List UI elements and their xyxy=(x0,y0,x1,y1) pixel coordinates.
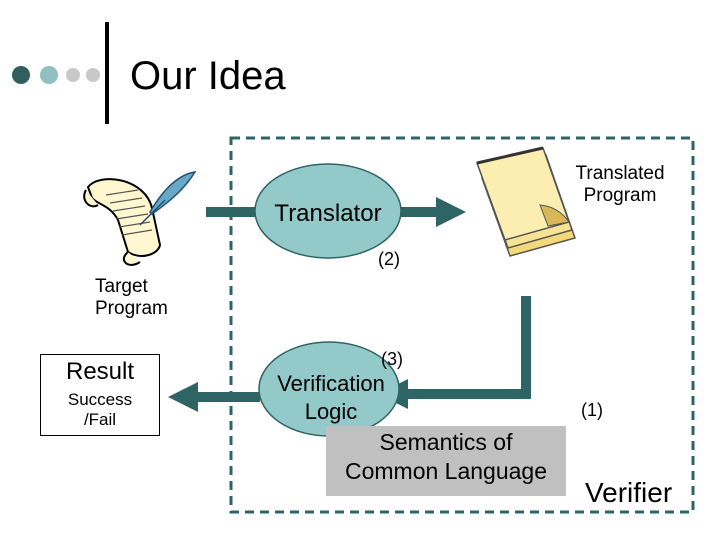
notepad-icon xyxy=(476,146,576,257)
bullet-dot-mid xyxy=(40,66,58,84)
verification-line-2: Logic xyxy=(304,399,358,424)
translated-program-line-1: Translated xyxy=(575,163,665,184)
target-program-label: Target Program xyxy=(95,276,168,320)
verifier-boundary xyxy=(229,136,695,514)
translated-program-label: Translated Program xyxy=(565,163,675,207)
semantics-box xyxy=(326,426,566,496)
verifier-label: Verifier xyxy=(585,477,673,508)
step-3-label: (3) xyxy=(381,349,403,369)
step-1-label: (1) xyxy=(581,400,603,420)
translator-node xyxy=(254,163,402,259)
semantics-line-2: Common Language xyxy=(344,458,548,484)
result-title: Result xyxy=(65,358,135,385)
result-sub-line-1: Success xyxy=(67,390,133,409)
verification-logic-label: Verification Logic xyxy=(256,370,406,426)
result-subtitle: Success /Fail xyxy=(40,390,160,430)
result-sub-line-2: /Fail xyxy=(83,410,117,429)
bullet-dot-light-2 xyxy=(86,68,100,82)
verification-line-1: Verification xyxy=(277,371,385,396)
target-program-line-1: Target xyxy=(95,276,148,297)
semantics-label: Semantics of Common Language xyxy=(326,428,566,486)
translated-program-line-2: Program xyxy=(583,185,657,206)
bullet-dot-dark xyxy=(12,66,30,84)
translator-label: Translator xyxy=(274,200,382,227)
target-program-line-2: Program xyxy=(95,298,168,319)
scroll-quill-icon xyxy=(83,171,197,266)
arrow-to-result xyxy=(168,382,260,412)
result-box xyxy=(40,354,160,436)
bullet-dot-light-1 xyxy=(66,68,80,82)
semantics-line-1: Semantics of xyxy=(379,429,513,455)
slide-title: Our Idea xyxy=(130,54,286,98)
step-2-label: (2) xyxy=(378,249,400,269)
